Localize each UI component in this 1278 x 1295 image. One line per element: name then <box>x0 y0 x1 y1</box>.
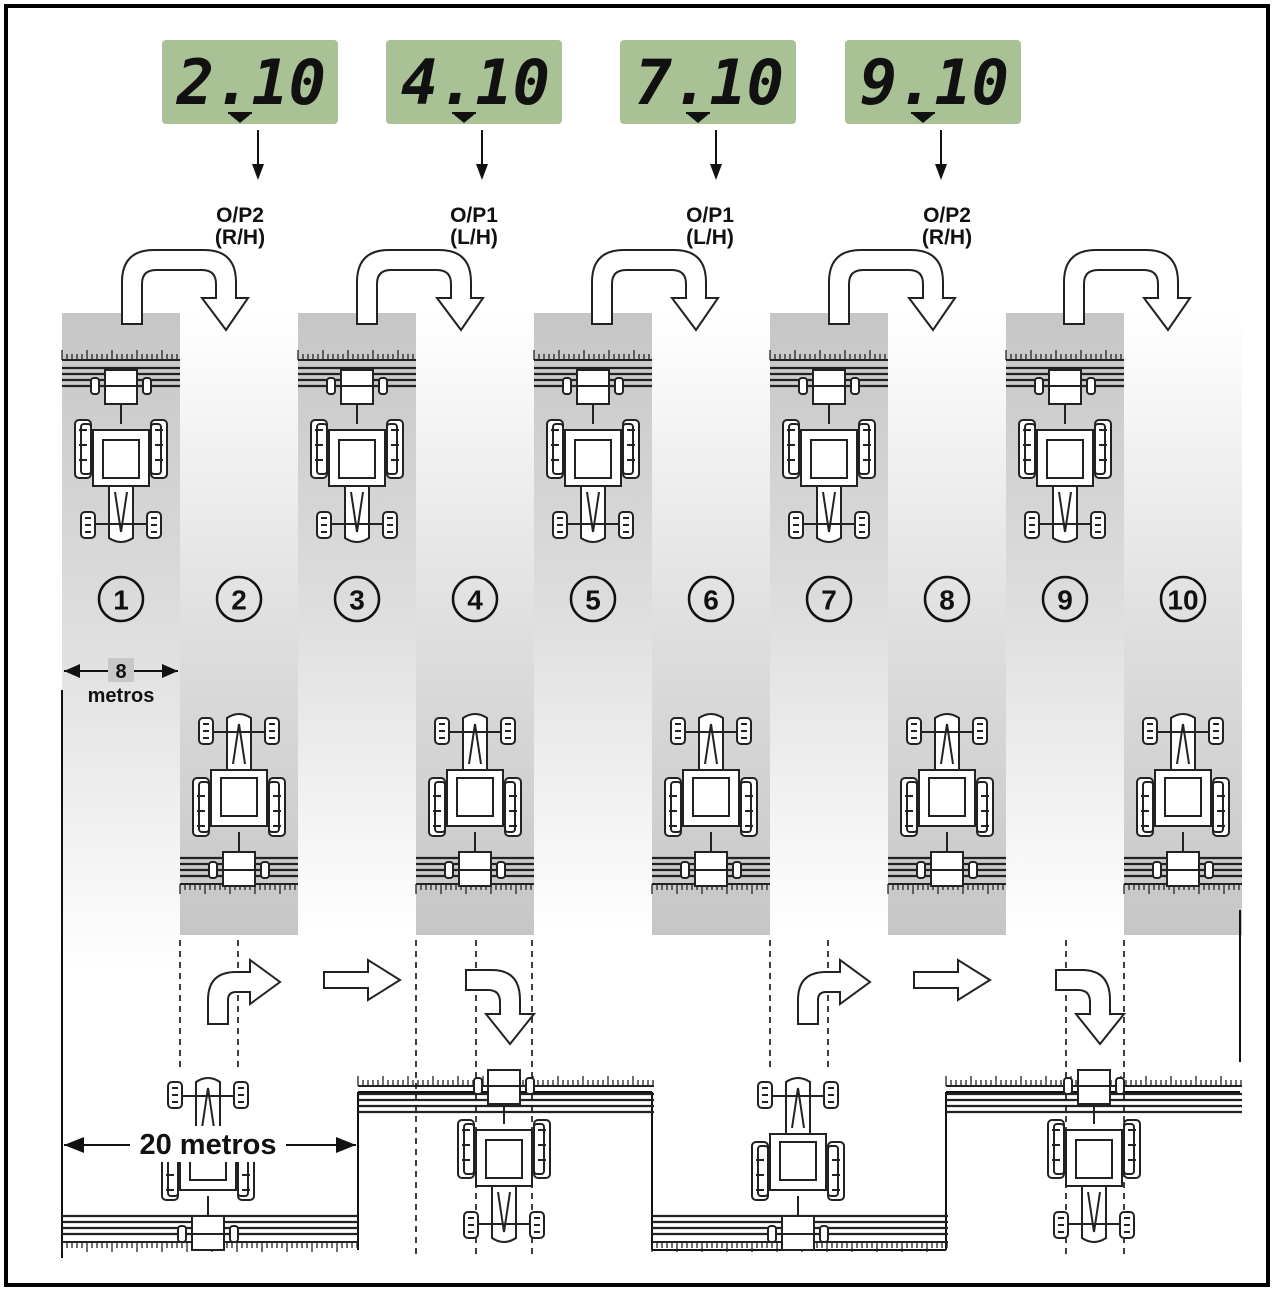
bout-number-label: 2 <box>231 585 247 616</box>
boom-width-dimension: 8 metros <box>64 658 178 707</box>
straight-arrow-1 <box>323 959 401 1001</box>
bout-number-4: 4 <box>451 575 499 623</box>
lcd-screen <box>620 40 796 124</box>
lcd-display-4: 9.10 <box>845 40 1021 124</box>
headland-tractor-4 <box>1047 1069 1141 1243</box>
lcd-display-1: 2.10 <box>162 40 338 124</box>
headland-width-label: 20 metros <box>139 1129 276 1161</box>
bout-number-label: 6 <box>703 585 719 616</box>
bout-number-label: 3 <box>349 585 365 616</box>
bout-number-6: 6 <box>687 575 735 623</box>
bout-number-label: 1 <box>113 585 129 616</box>
turn-right-arrow-1 <box>207 959 281 1025</box>
output-side: (R/H) <box>215 226 265 249</box>
tractor-bout-8 <box>887 713 1006 894</box>
output-name: O/P2 <box>923 204 971 227</box>
bout-number-label: 8 <box>939 585 955 616</box>
lcd-screen <box>162 40 338 124</box>
output-labels: O/P2(R/H)O/P1(L/H)O/P1(L/H)O/P2(R/H) <box>215 130 972 249</box>
output-side: (L/H) <box>686 226 734 249</box>
tractor-bout-9 <box>1005 350 1124 543</box>
headland-tractor-2 <box>457 1069 551 1243</box>
output-name: O/P1 <box>450 204 498 227</box>
tractor-bout-3 <box>297 350 416 543</box>
lcd-value: 9.10 <box>860 46 1009 119</box>
output-label-3: O/P1(L/H) <box>686 130 734 249</box>
output-label-2: O/P1(L/H) <box>450 130 498 249</box>
output-name: O/P1 <box>686 204 734 227</box>
lcd-screen <box>845 40 1021 124</box>
output-name: O/P2 <box>216 204 264 227</box>
tractor-bout-5 <box>533 350 652 543</box>
tractor-bout-1 <box>61 350 180 543</box>
tractor-bout-6 <box>651 713 770 894</box>
bout-number-9: 9 <box>1041 575 1089 623</box>
output-side: (L/H) <box>450 226 498 249</box>
lcd-indicator <box>686 113 710 123</box>
tractor-bout-2 <box>179 713 298 894</box>
lcd-display-3: 7.10 <box>620 40 796 124</box>
boom-width-unit: metros <box>88 685 155 707</box>
tractor-bout-7 <box>769 350 888 543</box>
bout-number-3: 3 <box>333 575 381 623</box>
output-label-4: O/P2(R/H) <box>922 130 972 249</box>
straight-arrow-2 <box>913 959 991 1001</box>
bout-number-7: 7 <box>805 575 853 623</box>
lcd-screen <box>386 40 562 124</box>
output-label-1: O/P2(R/H) <box>215 130 265 249</box>
bout-number-8: 8 <box>923 575 971 623</box>
bout-number-10: 10 <box>1159 575 1207 623</box>
lcd-value: 4.10 <box>401 46 550 119</box>
tractor-bout-10 <box>1123 713 1242 894</box>
lcd-value: 2.10 <box>176 46 326 119</box>
bout-number-label: 4 <box>467 585 483 616</box>
bout-number-label: 5 <box>585 585 601 616</box>
boom-width-value: 8 <box>115 661 126 683</box>
bout-number-label: 7 <box>821 585 837 616</box>
bout-number-label: 10 <box>1167 585 1198 616</box>
tractor-bout-4 <box>415 713 534 894</box>
bout-number-5: 5 <box>569 575 617 623</box>
bout-number-1: 1 <box>97 575 145 623</box>
lcd-indicator <box>911 113 935 123</box>
output-side: (R/H) <box>922 226 972 249</box>
bout-number-label: 9 <box>1057 585 1073 616</box>
lcd-displays: 2.10 4.10 7.10 9.10 <box>162 40 1021 124</box>
lcd-display-2: 4.10 <box>386 40 562 124</box>
lcd-indicator <box>228 113 252 123</box>
headland-section <box>61 690 1242 1258</box>
bout-numbers: 1 2 3 4 5 6 7 8 9 10 <box>97 575 1207 623</box>
turn-right-arrow-2 <box>797 959 871 1025</box>
lcd-value: 7.10 <box>635 46 784 119</box>
headland-width-dimension: 20 metros <box>64 1126 356 1162</box>
tractors <box>61 350 1242 894</box>
lcd-indicator <box>452 113 476 123</box>
bout-number-2: 2 <box>215 575 263 623</box>
headland-tractor-1 <box>161 1077 255 1251</box>
headland-tractor-3 <box>751 1077 845 1251</box>
